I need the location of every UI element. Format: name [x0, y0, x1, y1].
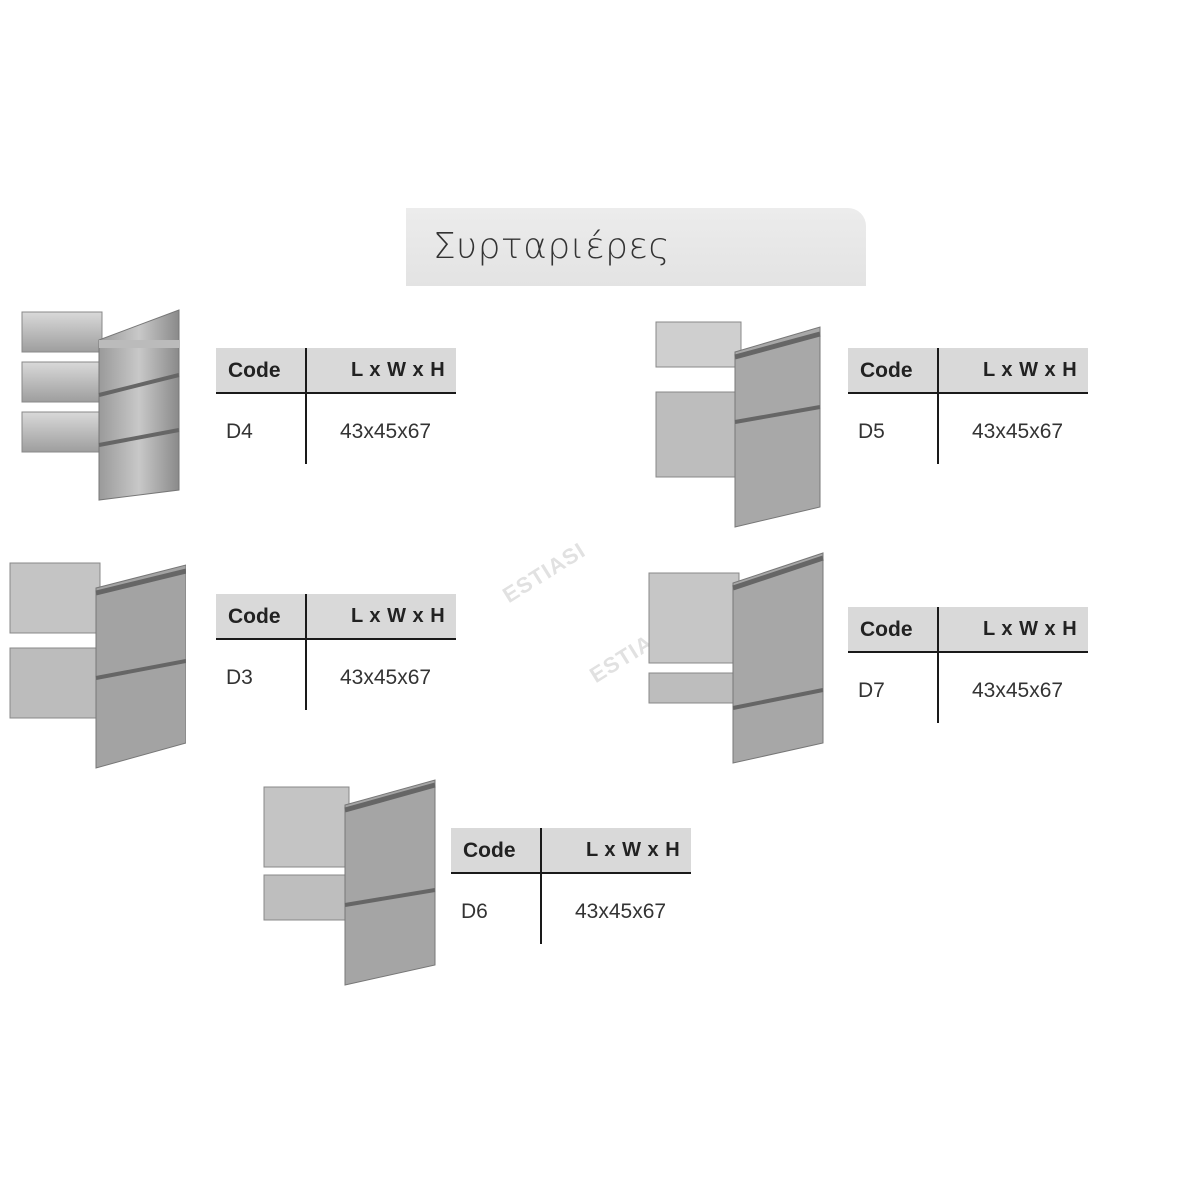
product-dims: 43x45x67 [340, 666, 432, 689]
header-dims: L x W x H [983, 359, 1078, 381]
spec-table-header [451, 828, 691, 874]
product-dims: 43x45x67 [575, 900, 667, 923]
header-code: Code [228, 605, 281, 628]
spec-table-divider [937, 348, 939, 464]
header-code: Code [228, 359, 281, 382]
title-box: Συρταριέρες [406, 208, 866, 286]
header-dims: L x W x H [351, 605, 446, 627]
spec-table-d7: Code L x W x H D7 43x45x67 [848, 607, 1088, 723]
spec-table-divider [937, 607, 939, 723]
product-code: D6 [461, 900, 488, 923]
watermark-1: ESTIASI [498, 537, 590, 608]
spec-table-d6: Code L x W x H D6 43x45x67 [451, 828, 691, 944]
product-code: D4 [226, 420, 253, 443]
header-code: Code [860, 618, 913, 641]
header-code: Code [860, 359, 913, 382]
product-dims: 43x45x67 [340, 420, 432, 443]
drawer-unit-d4-image [21, 309, 180, 501]
spec-table-divider [305, 594, 307, 710]
spec-table-header [848, 607, 1088, 653]
spec-table-divider [540, 828, 542, 944]
drawer-unit-d6-image [263, 779, 436, 986]
header-dims: L x W x H [351, 359, 446, 381]
drawer-unit-d3-image [9, 562, 186, 769]
header-dims: L x W x H [983, 618, 1078, 640]
page-title: Συρταριέρες [433, 226, 671, 267]
spec-table-d5: Code L x W x H D5 43x45x67 [848, 348, 1088, 464]
product-code: D3 [226, 666, 253, 689]
spec-table-d4: Code L x W x H D4 43x45x67 [216, 348, 456, 464]
spec-table-header [216, 594, 456, 640]
drawer-unit-d7-image [648, 552, 824, 764]
product-code: D5 [858, 420, 885, 443]
product-dims: 43x45x67 [972, 679, 1064, 702]
spec-table-header [848, 348, 1088, 394]
product-dims: 43x45x67 [972, 420, 1064, 443]
spec-table-divider [305, 348, 307, 464]
drawer-unit-d5-image [655, 321, 821, 528]
header-dims: L x W x H [586, 839, 681, 861]
spec-table-d3: Code L x W x H D3 43x45x67 [216, 594, 456, 710]
product-code: D7 [858, 679, 885, 702]
header-code: Code [463, 839, 516, 862]
spec-table-header [216, 348, 456, 394]
